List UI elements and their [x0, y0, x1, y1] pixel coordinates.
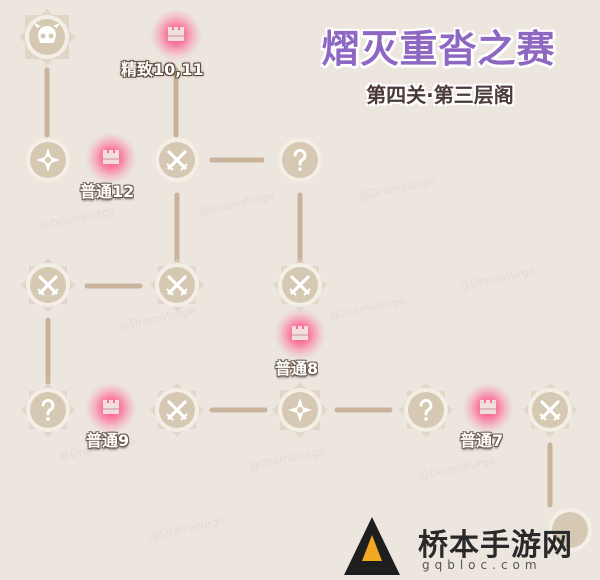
svg-text:@Dramaturge: @Dramaturge: [418, 454, 497, 483]
event-node[interactable]: [278, 138, 322, 182]
chest-icon[interactable]: [291, 325, 309, 341]
event-node[interactable]: [21, 383, 75, 437]
map-nodes: [19, 9, 592, 552]
boss-node[interactable]: [19, 9, 75, 65]
svg-text:@Dramaturge: @Dramaturge: [458, 264, 537, 293]
svg-text:@Dramaturge: @Dramaturge: [328, 294, 407, 323]
event-node[interactable]: [399, 383, 453, 437]
svg-text:@Dramaturge: @Dramaturge: [358, 174, 437, 203]
svg-text:@Dramaturge: @Dramaturge: [148, 514, 227, 543]
battle-node[interactable]: [273, 258, 327, 312]
battle-node[interactable]: [155, 138, 199, 182]
boss-skull-icon: [34, 23, 60, 43]
start-node[interactable]: [26, 138, 70, 182]
chest-label-normal-8: 普通8: [275, 359, 319, 378]
chest-icon[interactable]: [102, 149, 120, 165]
chest-label-normal-9: 普通9: [86, 431, 130, 450]
partial-node[interactable]: [548, 508, 592, 552]
svg-text:@Dramaturge: @Dramaturge: [118, 304, 197, 333]
chest-icon[interactable]: [102, 399, 120, 415]
battle-node[interactable]: [21, 258, 75, 312]
battle-node[interactable]: [150, 258, 204, 312]
chest-icon[interactable]: [479, 399, 497, 415]
page-title: 熠灭重沓之赛: [321, 27, 556, 71]
center-node[interactable]: [272, 382, 328, 438]
site-logo-url: gqbloc.com: [422, 558, 542, 572]
svg-text:@Dramaturge: @Dramaturge: [248, 444, 327, 473]
chest-icon[interactable]: [167, 26, 185, 42]
battle-node[interactable]: [523, 383, 577, 437]
site-logo-icon: [344, 517, 400, 575]
svg-text:@Dramaturge: @Dramaturge: [38, 204, 117, 233]
page-subtitle: 第四关·第三层阁: [366, 83, 514, 107]
svg-text:@Dramaturge: @Dramaturge: [198, 189, 277, 218]
chest-label-normal-7: 普通7: [460, 431, 504, 450]
site-logo-text: 桥本手游网: [418, 528, 573, 563]
chest-label-normal-12: 普通12: [80, 182, 135, 201]
battle-node[interactable]: [150, 383, 204, 437]
map-paths: [44, 67, 553, 508]
chest-label-elite: 精致10,11: [121, 60, 204, 79]
